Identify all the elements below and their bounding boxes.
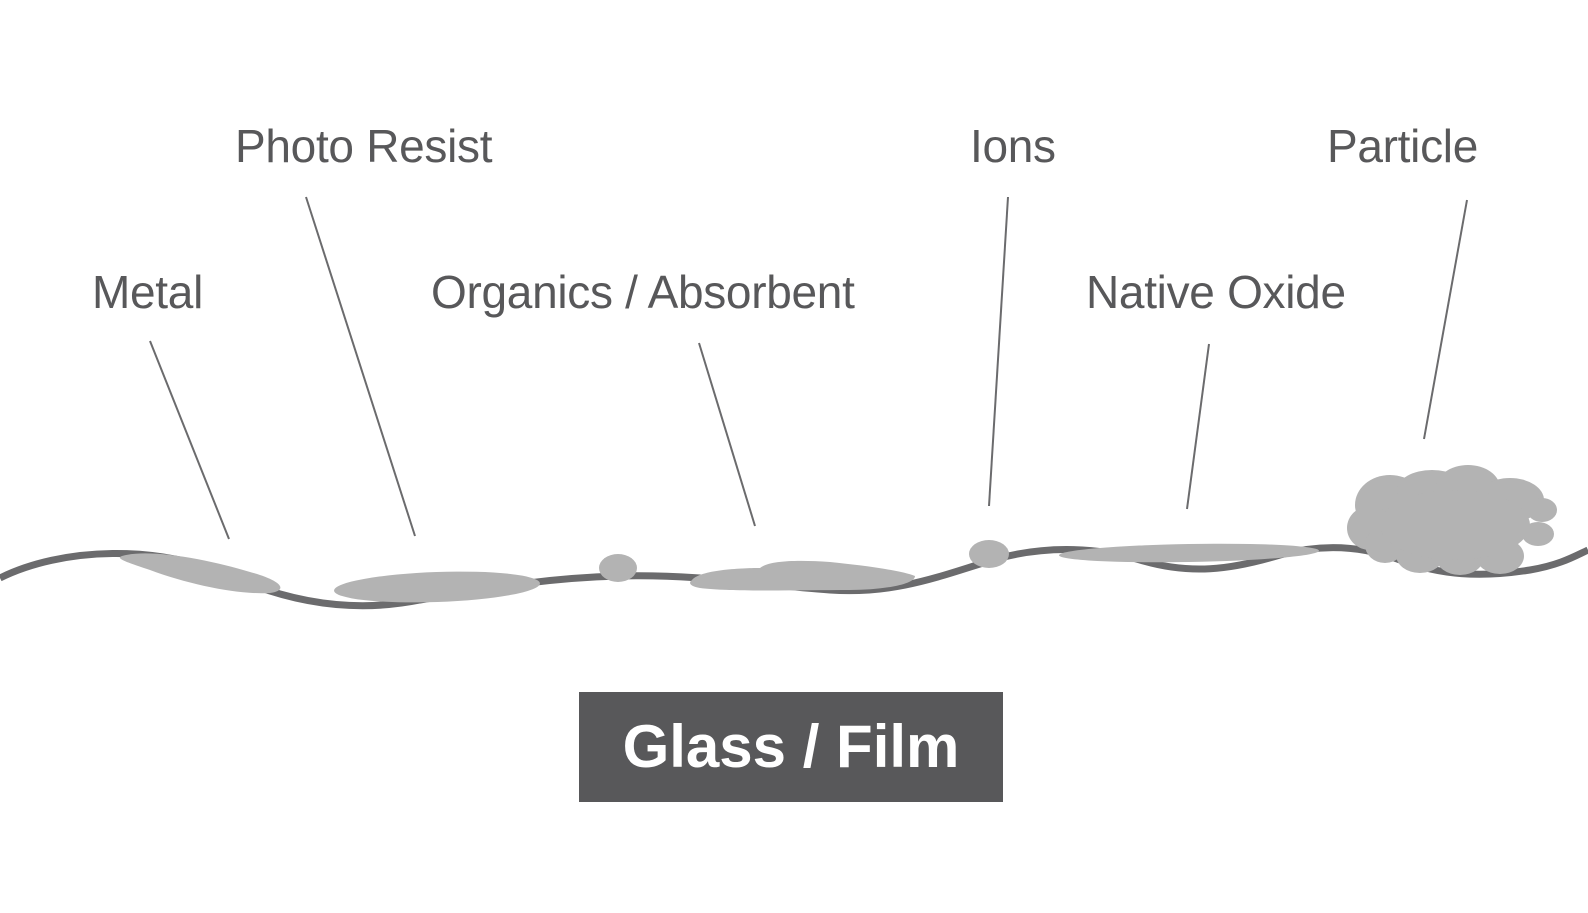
droplet-contaminant xyxy=(599,554,637,582)
particle-label: Particle xyxy=(1327,120,1478,172)
ions-leader-line xyxy=(988,196,1009,507)
metal-label: Metal xyxy=(92,266,203,318)
metal-contaminant xyxy=(119,553,281,594)
metal-leader-line xyxy=(149,340,230,540)
native-oxide-label: Native Oxide xyxy=(1086,266,1346,318)
particle-leader-line xyxy=(1423,199,1468,440)
substrate-label: Glass / Film xyxy=(622,713,960,780)
photo-resist-label: Photo Resist xyxy=(235,120,493,172)
substrate-box: Glass / Film xyxy=(579,692,1003,802)
organics-leader-line xyxy=(698,342,756,527)
particle-contaminant xyxy=(1347,465,1557,575)
native-oxide-leader-line xyxy=(1186,343,1210,510)
ions-label: Ions xyxy=(970,120,1056,172)
organics-label: Organics / Absorbent xyxy=(431,266,855,318)
photo-resist-leader-line xyxy=(305,196,416,537)
photo-resist-contaminant xyxy=(334,571,540,603)
ions-contaminant xyxy=(969,540,1009,568)
native-oxide-contaminant xyxy=(1059,543,1319,563)
organics-contaminant xyxy=(690,560,915,591)
